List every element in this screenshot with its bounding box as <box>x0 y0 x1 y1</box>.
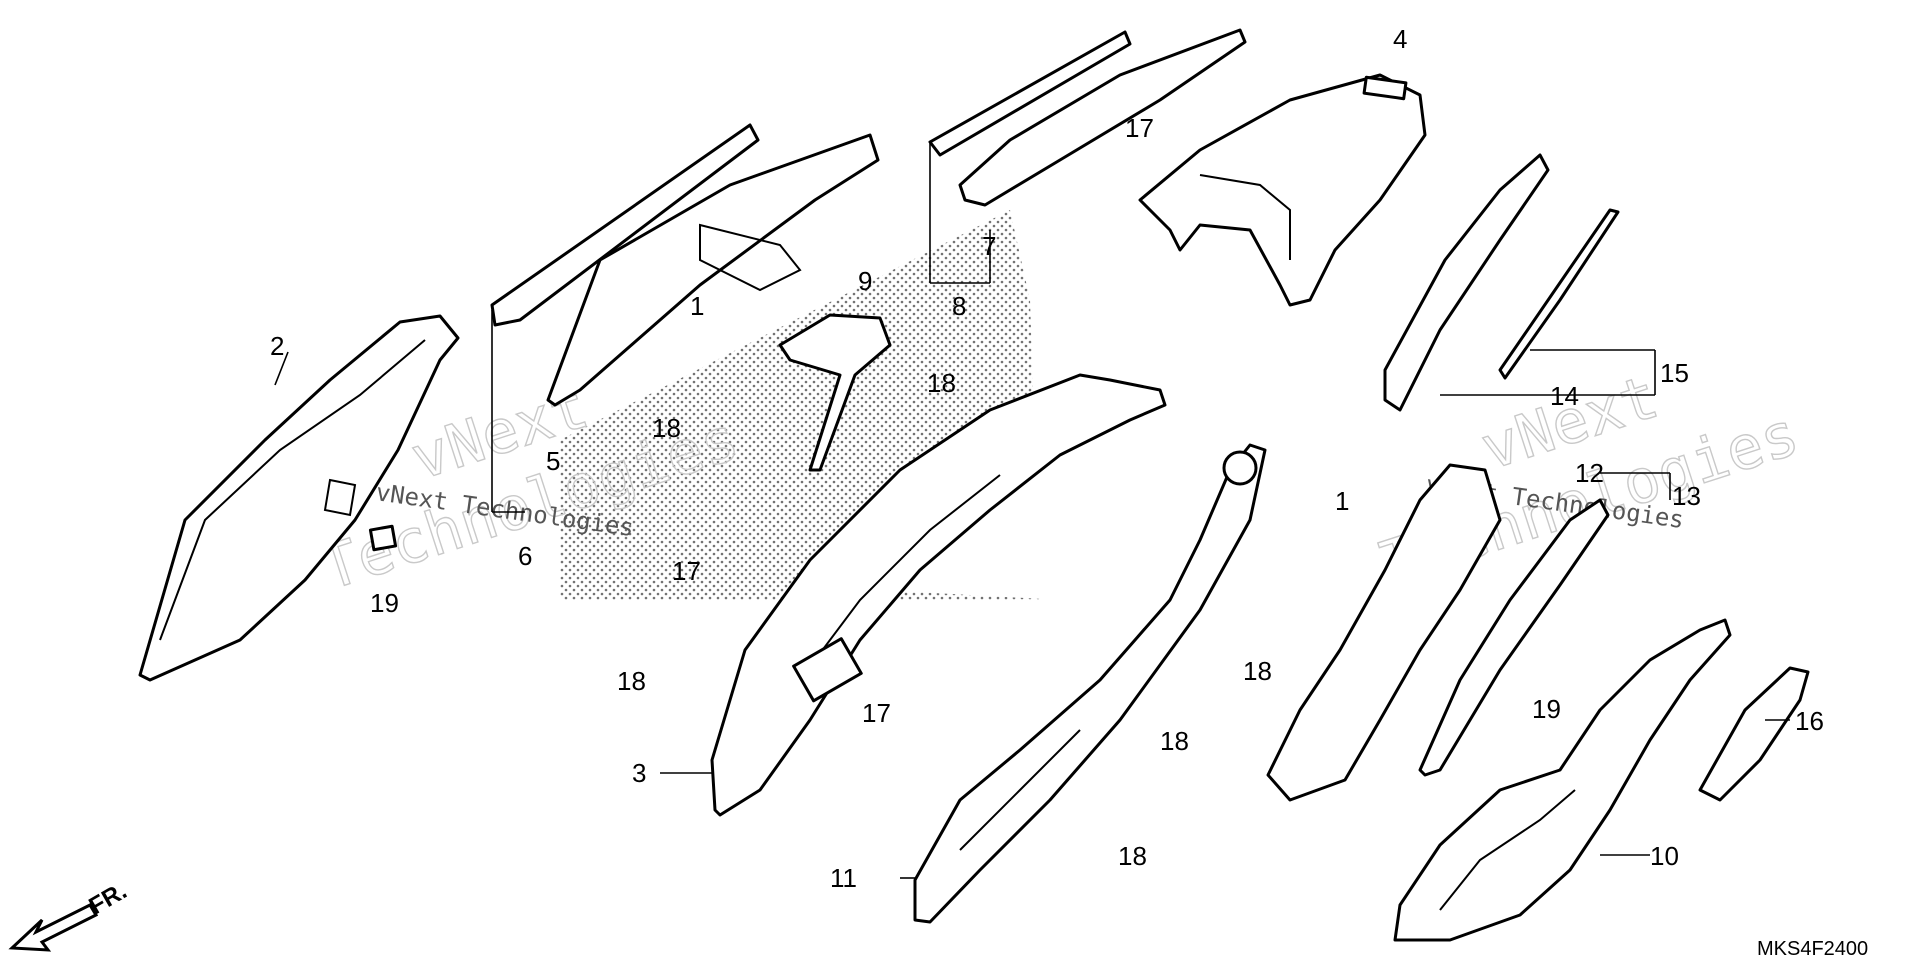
part-7-8-strips <box>928 28 1247 207</box>
front-direction-arrow: FR. <box>8 877 131 952</box>
callout-13: 13 <box>1672 481 1701 511</box>
part-3-frame-cover <box>710 373 1167 817</box>
callout-18-c: 18 <box>617 666 646 696</box>
diagram-code: MKS4F2400 <box>1757 938 1868 960</box>
callout-19: 19 <box>370 588 399 618</box>
callout-12: 12 <box>1575 458 1604 488</box>
part-14-15-strips <box>1383 153 1620 412</box>
callout-18-e: 18 <box>1160 726 1189 756</box>
callout-10: 10 <box>1650 841 1679 871</box>
callout-1: 1 <box>690 291 704 321</box>
callout-3: 3 <box>632 758 646 788</box>
callout-18-f: 18 <box>1118 841 1147 871</box>
callout-1-b: 1 <box>1335 486 1349 516</box>
callout-17: 17 <box>1125 113 1154 143</box>
part-19-clip <box>368 524 398 552</box>
callout-15: 15 <box>1660 358 1689 388</box>
callout-9: 9 <box>858 266 872 296</box>
part-12-13-panel <box>1266 463 1610 802</box>
part-11-lower-rail <box>913 443 1267 924</box>
callout-16: 16 <box>1795 706 1824 736</box>
callout-18-b: 18 <box>927 368 956 398</box>
callout-6: 6 <box>518 541 532 571</box>
callout-14: 14 <box>1550 381 1579 411</box>
part-4-rear-cowl <box>1138 73 1427 307</box>
callout-17-c: 17 <box>862 698 891 728</box>
callout-18: 18 <box>652 413 681 443</box>
callout-8: 8 <box>952 291 966 321</box>
part-16-small-cover <box>1698 666 1810 802</box>
callout-5: 5 <box>546 446 560 476</box>
part-5-6-strips <box>490 123 880 407</box>
callout-2: 2 <box>270 331 284 361</box>
part-9-bracket <box>778 313 892 472</box>
callout-19-b: 19 <box>1532 694 1561 724</box>
part-2-side-cover <box>138 314 460 682</box>
callout-labels: 1 1 2 3 4 5 6 7 8 9 10 11 12 13 14 15 16… <box>270 24 1824 893</box>
part-10-rear-fender <box>1393 618 1732 942</box>
callout-7: 7 <box>982 231 996 261</box>
callout-18-d: 18 <box>1243 656 1272 686</box>
callout-11: 11 <box>830 863 857 893</box>
callout-17-b: 17 <box>672 556 701 586</box>
callout-4: 4 <box>1393 24 1407 54</box>
leader-lines <box>274 142 1790 879</box>
